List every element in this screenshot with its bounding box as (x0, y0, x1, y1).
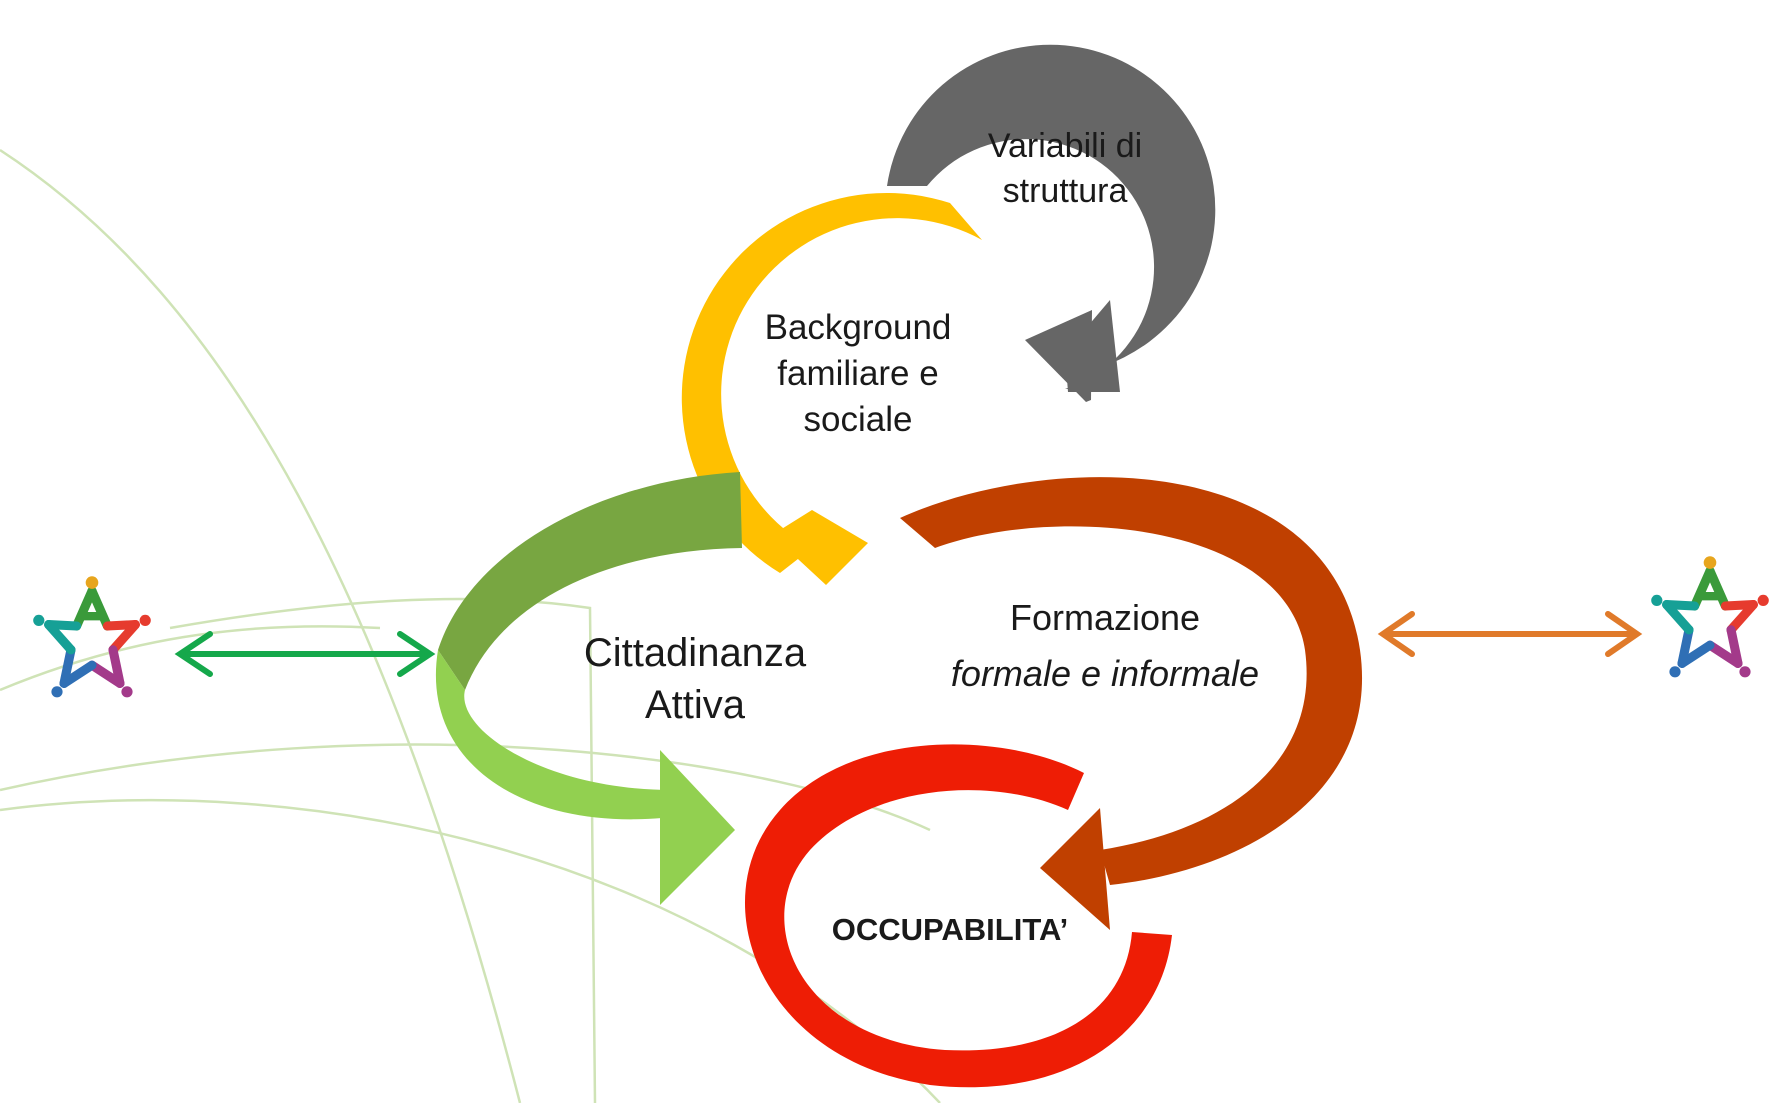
green-cycle-arrow (435, 472, 742, 905)
left-people-star-icon (33, 576, 151, 697)
label-variabili-di-struttura: Variabili di struttura (987, 127, 1143, 210)
right-people-star-icon (1651, 556, 1769, 677)
gray-cycle-arrow (887, 44, 1216, 402)
label-cittadinanza-attiva: Cittadinanza Attiva (583, 631, 807, 727)
left-double-arrow (174, 631, 436, 677)
label-occupabilita: OCCUPABILITA’ (831, 912, 1069, 947)
yellow-cycle-arrow (681, 193, 982, 585)
label-background-familiare: Background familiare e sociale (764, 308, 952, 440)
label-formazione: Formazione formale e informale (950, 597, 1260, 694)
background-curves (0, 148, 941, 1103)
brown-cycle-arrow (900, 477, 1363, 930)
right-double-arrow (1377, 611, 1643, 657)
